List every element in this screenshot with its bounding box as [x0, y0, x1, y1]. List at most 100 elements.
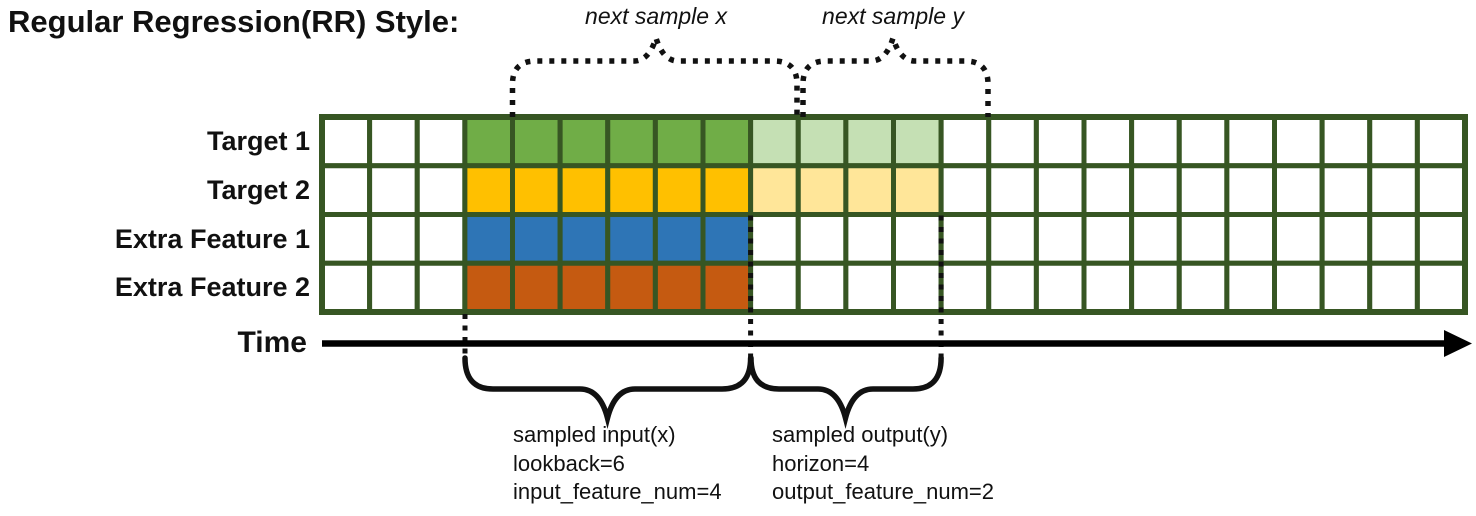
next-sample-x-label: next sample x — [585, 3, 727, 29]
grid-cell — [1272, 260, 1325, 315]
grid-cell — [1319, 260, 1373, 315]
grid-cell — [367, 212, 420, 266]
grid-cell — [319, 163, 373, 217]
sampled-output-note: sampled output(y) horizon=4 output_featu… — [772, 421, 994, 507]
grid-cell — [510, 114, 563, 169]
grid-cell — [1414, 260, 1468, 315]
grid-cell — [367, 163, 420, 217]
output-feature-line: output_feature_num=2 — [772, 479, 995, 504]
grid-cell — [652, 260, 706, 315]
grid-cell — [652, 114, 706, 169]
grid-cell — [795, 260, 849, 315]
grid-cell — [700, 260, 754, 315]
grid-cell — [843, 163, 896, 217]
grid-cell — [462, 163, 515, 217]
grid-cell — [462, 260, 515, 315]
grid-cell — [414, 212, 468, 266]
grid-cell — [1129, 212, 1182, 266]
grid-cell — [605, 212, 658, 266]
grid-cell — [605, 260, 658, 315]
grid-cell — [986, 260, 1039, 315]
grid-cell — [795, 212, 849, 266]
grid-cell — [1081, 163, 1135, 217]
grid-cell — [1081, 114, 1135, 169]
grid-cell — [700, 212, 754, 266]
grid-cell — [1176, 212, 1230, 266]
row-label-target-2: Target 2 — [206, 174, 310, 205]
sampled-braces — [462, 355, 944, 429]
grid-cell — [414, 260, 468, 315]
grid-cell — [367, 260, 420, 315]
grid-cell — [367, 114, 420, 169]
row-label-extra-feature-2: Extra Feature 2 — [114, 272, 310, 303]
sampled-input-line: sampled input(x) — [513, 422, 676, 447]
grid-cell — [795, 163, 849, 217]
grid-cell — [1367, 260, 1420, 315]
grid-cell — [605, 163, 658, 217]
grid-cell — [1367, 114, 1420, 169]
grid-cell — [748, 260, 801, 315]
grid-cell — [891, 260, 944, 315]
grid-cell — [510, 212, 563, 266]
time-axis-arrowhead — [1444, 330, 1472, 357]
grid-cell — [1272, 163, 1325, 217]
grid-cell — [1414, 114, 1468, 169]
grid-cell — [319, 260, 373, 315]
grid-cell — [938, 114, 992, 169]
grid-cell — [1129, 114, 1182, 169]
grid-cell — [414, 163, 468, 217]
sample-grid — [319, 114, 1468, 315]
input-feature-line: input_feature_num=4 — [513, 479, 722, 504]
grid-cell — [557, 114, 611, 169]
grid-cell — [938, 260, 992, 315]
grid-border — [319, 114, 1468, 315]
sampled-output-line: sampled output(y) — [772, 422, 949, 447]
grid-cell — [748, 212, 801, 266]
grid-cell — [1367, 212, 1420, 266]
grid-cell — [1176, 163, 1230, 217]
grid-cell — [1414, 163, 1468, 217]
grid-cell — [1176, 114, 1230, 169]
grid-cell — [462, 212, 515, 266]
sampled-output-brace — [748, 355, 944, 429]
grid-cell — [1033, 212, 1087, 266]
grid-cell — [1224, 114, 1277, 169]
horizon-line: horizon=4 — [772, 450, 870, 476]
grid-cell — [938, 163, 992, 217]
grid-cell — [700, 163, 754, 217]
grid-cell — [700, 114, 754, 169]
sampled-input-brace — [462, 355, 754, 429]
grid-cell — [1272, 114, 1325, 169]
grid-cell — [1319, 114, 1373, 169]
sampled-input-note: sampled input(x) lookback=6 input_featur… — [513, 421, 722, 507]
grid-cell — [986, 163, 1039, 217]
grid-cell — [557, 212, 611, 266]
time-axis-label: Time — [237, 326, 307, 359]
grid-cell — [891, 114, 944, 169]
grid-cell — [1367, 163, 1420, 217]
grid-cell — [748, 114, 801, 169]
grid-cell — [1033, 114, 1087, 169]
next-sample-y-brace — [800, 28, 991, 117]
grid-cell — [891, 212, 944, 266]
grid-cell — [795, 114, 849, 169]
grid-cell — [1272, 212, 1325, 266]
grid-cell — [748, 163, 801, 217]
grid-cell — [1224, 163, 1277, 217]
grid-cell — [1081, 212, 1135, 266]
grid-cell — [1176, 260, 1230, 315]
grid-cell — [1319, 163, 1373, 217]
grid-cell — [652, 212, 706, 266]
grid-cell — [1224, 212, 1277, 266]
grid-cell — [986, 114, 1039, 169]
grid-cell — [1224, 260, 1277, 315]
grid-cell — [652, 163, 706, 217]
grid-cell — [938, 212, 992, 266]
grid-cell — [1033, 163, 1087, 217]
grid-cell — [462, 114, 515, 169]
row-label-target-1: Target 1 — [206, 126, 310, 156]
page-title: Regular Regression(RR) Style: — [8, 4, 460, 39]
grid-cell — [319, 212, 373, 266]
grid-cell — [1081, 260, 1135, 315]
